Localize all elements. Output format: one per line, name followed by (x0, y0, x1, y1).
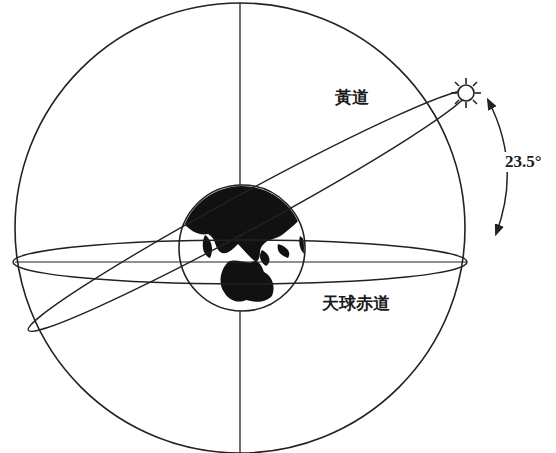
circle-label: 黃道 (333, 88, 371, 108)
angle-label: 23.5° (503, 152, 544, 172)
ecliptic (20, 76, 477, 346)
sun (451, 78, 481, 108)
earth (178, 182, 306, 311)
equator-line (15, 261, 467, 262)
sphere-outline (15, 3, 465, 453)
celestial-equator (13, 240, 467, 284)
circle-label: 天球赤道 (320, 294, 392, 314)
